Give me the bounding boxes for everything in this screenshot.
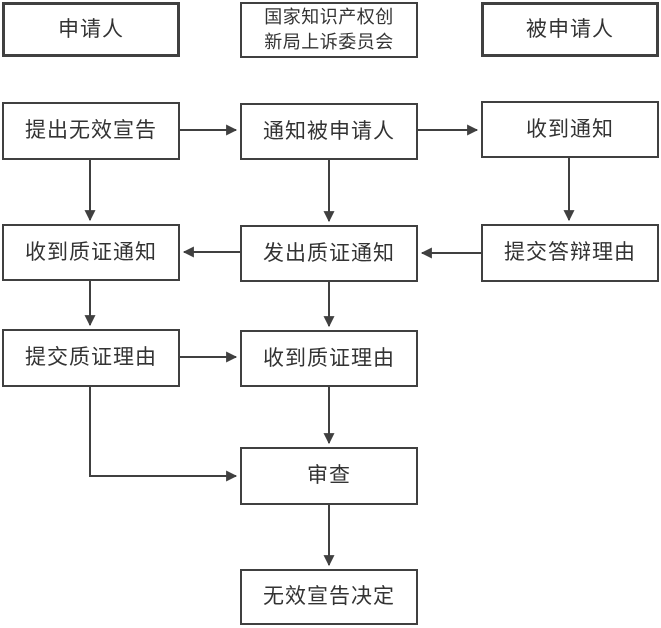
node-receive-cross-examination-notice: 收到质证通知 — [2, 224, 180, 281]
node-appeal-board-label-line2: 新局上诉委员会 — [264, 32, 394, 52]
node-file-invalidation-label: 提出无效宣告 — [25, 119, 157, 143]
node-receive-cross-examination-reasons-label: 收到质证理由 — [263, 346, 395, 370]
node-submit-defense-reasons: 提交答辩理由 — [481, 224, 659, 282]
node-file-invalidation: 提出无效宣告 — [2, 102, 180, 160]
node-examination: 审查 — [240, 447, 418, 505]
node-receive-notice-label: 收到通知 — [526, 117, 614, 141]
node-respondent: 被申请人 — [481, 2, 659, 57]
node-submit-cross-examination-reasons-label: 提交质证理由 — [25, 346, 157, 370]
node-appeal-board-label-line1: 国家知识产权创 — [264, 6, 394, 27]
node-examination-label: 审查 — [307, 464, 351, 488]
node-respondent-label: 被申请人 — [526, 17, 614, 41]
edge-submit-cross-reasons-to-examination — [89, 387, 238, 482]
node-submit-defense-reasons-label: 提交答辩理由 — [504, 241, 636, 265]
node-applicant: 申请人 — [2, 2, 180, 57]
node-issue-cross-examination-notice: 发出质证通知 — [240, 225, 418, 282]
node-notify-respondent-label: 通知被申请人 — [263, 119, 395, 143]
node-appeal-board: 国家知识产权创 新局上诉委员会 — [240, 2, 418, 58]
node-invalidation-decision-label: 无效宣告决定 — [263, 585, 395, 609]
node-invalidation-decision: 无效宣告决定 — [240, 569, 418, 625]
node-receive-cross-examination-reasons: 收到质证理由 — [240, 330, 418, 387]
node-notify-respondent: 通知被申请人 — [240, 103, 418, 160]
node-issue-cross-examination-notice-label: 发出质证通知 — [263, 241, 395, 265]
node-receive-cross-examination-notice-label: 收到质证通知 — [25, 240, 157, 264]
node-applicant-label: 申请人 — [58, 17, 124, 41]
node-receive-notice: 收到通知 — [481, 101, 659, 158]
node-submit-cross-examination-reasons: 提交质证理由 — [2, 329, 180, 387]
